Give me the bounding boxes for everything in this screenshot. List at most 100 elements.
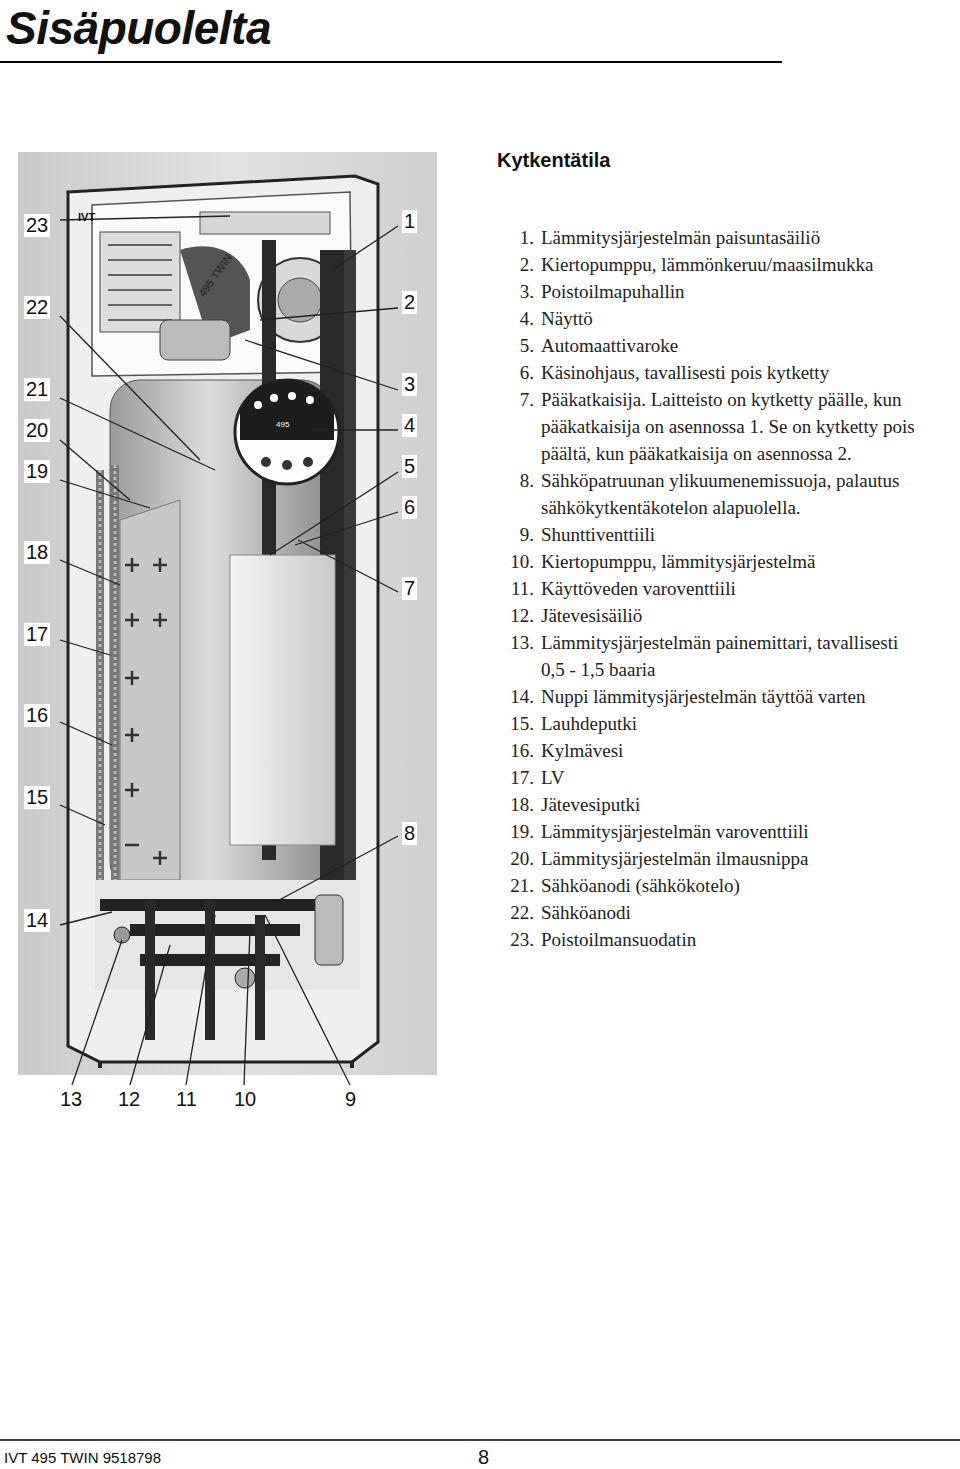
item-text: Nuppi lämmitysjärjestelmän täyttöä varte…	[541, 683, 926, 710]
callout-number: 4	[402, 414, 417, 437]
list-row: 4.Näyttö	[497, 305, 937, 332]
item-number: 18.	[497, 791, 541, 818]
title-rule	[0, 61, 782, 63]
display-text: 495	[276, 420, 289, 429]
item-number: 22.	[497, 899, 541, 926]
item-text: Pääkatkaisija. Laitteisto on kytketty pä…	[541, 386, 926, 467]
list-row: 12.Jätevesisäiliö	[497, 602, 937, 629]
item-text: Jätevesisäiliö	[541, 602, 926, 629]
list-row: 9.Shunttiventtiili	[497, 521, 937, 548]
list-row: 8.Sähköpatruunan ylikuumenemissuoja, pal…	[497, 467, 937, 521]
callout-number: 18	[24, 541, 50, 564]
callout-number: 20	[24, 419, 50, 442]
item-text: Automaattivaroke	[541, 332, 926, 359]
item-text: Poistoilmapuhallin	[541, 278, 926, 305]
logo-text: IVT	[78, 211, 95, 224]
list-row: 2.Kiertopumppu, lämmönkeruu/maasilmukka	[497, 251, 937, 278]
footer-rule	[0, 1439, 960, 1441]
item-number: 8.	[497, 467, 541, 521]
list-row: 19.Lämmitysjärjestelmän varoventtiili	[497, 818, 937, 845]
list-row: 1.Lämmitysjärjestelmän paisuntasäiliö	[497, 224, 937, 251]
page-number: 8	[478, 1446, 489, 1469]
item-text: Näyttö	[541, 305, 926, 332]
callout-number: 13	[58, 1088, 84, 1111]
callout-number: 17	[24, 623, 50, 646]
item-number: 1.	[497, 224, 541, 251]
list-row: 10.Kiertopumppu, lämmitysjärjestelmä	[497, 548, 937, 575]
callout-number: 22	[24, 296, 50, 319]
item-number: 10.	[497, 548, 541, 575]
item-number: 17.	[497, 764, 541, 791]
list-row: 22.Sähköanodi	[497, 899, 937, 926]
callout-number: 21	[24, 378, 50, 401]
photo-ground	[18, 152, 437, 1075]
heat-pump-cutaway	[68, 176, 378, 1068]
item-text: Käsinohjaus, tavallisesti pois kytketty	[541, 359, 926, 386]
page-title: Sisäpuolelta	[6, 2, 271, 55]
item-text: Poistoilmansuodatin	[541, 926, 926, 953]
list-row: 15.Lauhdeputki	[497, 710, 937, 737]
callout-number: 19	[24, 460, 50, 483]
callout-number: 1	[402, 210, 417, 233]
item-number: 11.	[497, 575, 541, 602]
callout-number: 8	[402, 822, 417, 845]
item-text: Kiertopumppu, lämmönkeruu/maasilmukka	[541, 251, 926, 278]
callout-number: 7	[402, 577, 417, 600]
parts-list: 1.Lämmitysjärjestelmän paisuntasäiliö2.K…	[497, 224, 937, 953]
callout-number: 23	[24, 214, 50, 237]
item-number: 15.	[497, 710, 541, 737]
item-text: Lämmitysjärjestelmän paisuntasäiliö	[541, 224, 926, 251]
item-number: 3.	[497, 278, 541, 305]
item-text: Sähköanodi (sähkökotelo)	[541, 872, 926, 899]
section-heading: Kytkentätila	[497, 149, 610, 172]
list-row: 5.Automaattivaroke	[497, 332, 937, 359]
item-number: 14.	[497, 683, 541, 710]
footer-text: IVT 495 TWIN 9518798	[4, 1449, 161, 1466]
item-number: 2.	[497, 251, 541, 278]
item-text: Kiertopumppu, lämmitysjärjestelmä	[541, 548, 926, 575]
item-text: Shunttiventtiili	[541, 521, 926, 548]
item-text: LV	[541, 764, 926, 791]
item-number: 5.	[497, 332, 541, 359]
item-number: 6.	[497, 359, 541, 386]
list-row: 14.Nuppi lämmitysjärjestelmän täyttöä va…	[497, 683, 937, 710]
item-text: Sähköpatruunan ylikuumenemissuoja, palau…	[541, 467, 926, 521]
list-row: 6.Käsinohjaus, tavallisesti pois kytkett…	[497, 359, 937, 386]
list-row: 13.Lämmitysjärjestelmän painemittari, ta…	[497, 629, 937, 683]
item-number: 21.	[497, 872, 541, 899]
callout-number: 3	[402, 373, 417, 396]
item-text: Lämmitysjärjestelmän painemittari, taval…	[541, 629, 926, 683]
callout-number: 14	[24, 909, 50, 932]
callout-number: 9	[343, 1088, 358, 1111]
list-row: 20.Lämmitysjärjestelmän ilmausnippa	[497, 845, 937, 872]
item-number: 13.	[497, 629, 541, 683]
callout-number: 16	[24, 704, 50, 727]
callout-number: 2	[402, 291, 417, 314]
item-text: Sähköanodi	[541, 899, 926, 926]
item-number: 9.	[497, 521, 541, 548]
list-row: 16.Kylmävesi	[497, 737, 937, 764]
callout-number: 5	[402, 455, 417, 478]
item-number: 4.	[497, 305, 541, 332]
item-number: 23.	[497, 926, 541, 953]
list-row: 3.Poistoilmapuhallin	[497, 278, 937, 305]
item-text: Lämmitysjärjestelmän ilmausnippa	[541, 845, 926, 872]
callout-number: 10	[232, 1088, 258, 1111]
callout-number: 6	[402, 496, 417, 519]
item-number: 20.	[497, 845, 541, 872]
list-row: 7.Pääkatkaisija. Laitteisto on kytketty …	[497, 386, 937, 467]
item-text: Jätevesiputki	[541, 791, 926, 818]
list-row: 23.Poistoilmansuodatin	[497, 926, 937, 953]
item-number: 12.	[497, 602, 541, 629]
item-text: Lauhdeputki	[541, 710, 926, 737]
item-text: Käyttöveden varoventtiili	[541, 575, 926, 602]
list-row: 17.LV	[497, 764, 937, 791]
callout-number: 15	[24, 786, 50, 809]
leader-lines	[60, 216, 398, 1085]
item-number: 16.	[497, 737, 541, 764]
item-text: Lämmitysjärjestelmän varoventtiili	[541, 818, 926, 845]
callout-number: 11	[174, 1088, 199, 1111]
list-row: 11.Käyttöveden varoventtiili	[497, 575, 937, 602]
item-number: 19.	[497, 818, 541, 845]
